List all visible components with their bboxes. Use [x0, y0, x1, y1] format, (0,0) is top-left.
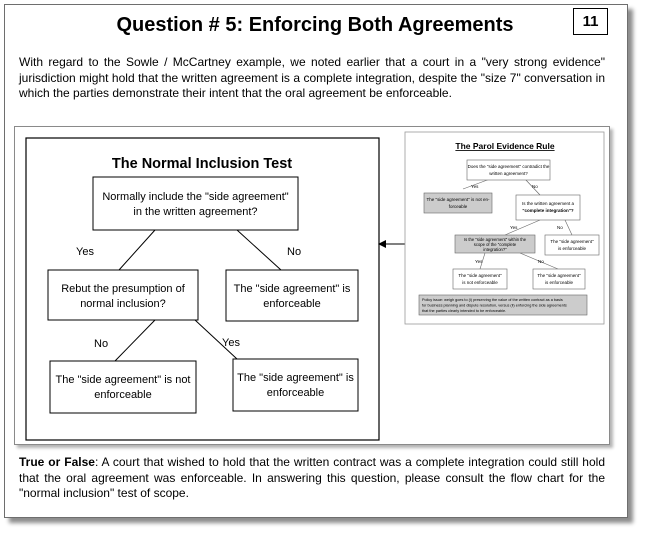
nit-connector-yes-1 — [118, 229, 156, 271]
per-enforceable-1-line-1: The "side agreement" — [550, 239, 594, 244]
per-q2-line-2: "complete integration"? — [522, 208, 574, 213]
per-q3-box — [454, 234, 536, 254]
nit-rebut-box — [47, 269, 199, 321]
per-connector-3 — [504, 219, 541, 236]
nit-enforceable-1-box — [225, 269, 359, 322]
per-policy-box — [418, 294, 588, 316]
nit-enforceable-2-line-2: enforceable — [267, 387, 325, 399]
per-not-enforceable-2-line-1: The "side agreement" — [458, 273, 502, 278]
nit-enforceable-1-line-2: enforceable — [263, 298, 321, 310]
question-paragraph: True or False: A court that wished to ho… — [19, 455, 605, 502]
per-connector-1 — [462, 178, 491, 190]
nit-connector-no-1 — [236, 229, 282, 271]
nit-no-label-2: No — [94, 338, 108, 350]
nit-not-enforceable-line-2: enforceable — [94, 389, 152, 401]
per-enforceable-2-box — [532, 268, 586, 290]
slide: Question # 5: Enforcing Both Agreements … — [4, 4, 628, 518]
per-no-label-2: No — [557, 225, 563, 230]
per-enforceable-1-line-2: is enforceable — [558, 246, 587, 251]
per-policy-line-3: that the parties clearly intended to be … — [422, 309, 506, 313]
normal-inclusion-test-chart: The Normal Inclusion Test Normally inclu… — [25, 137, 380, 441]
per-q1-line-1: Does the "side agreement" contradict the — [468, 164, 550, 169]
per-connector-4 — [564, 219, 573, 236]
per-not-enforceable-1-line-1: The "side agreement" is not en- — [427, 197, 490, 202]
per-connector-5 — [479, 252, 486, 270]
nit-question-1-box — [92, 176, 299, 231]
nit-question-1-line-2: in the written agreement? — [133, 206, 257, 218]
nit-rebut-line-1: Rebut the presumption of — [61, 283, 185, 295]
nit-no-label-1: No — [287, 246, 301, 258]
per-q2-line-1: Is the written agreement a — [522, 201, 575, 206]
nit-enforceable-2-box — [232, 358, 359, 412]
nit-title: The Normal Inclusion Test — [112, 156, 292, 172]
parol-evidence-rule-chart: The Parol Evidence Rule Does the "side a… — [404, 131, 605, 325]
nit-connector-yes-2 — [194, 319, 238, 360]
nit-enforceable-1-line-1: The "side agreement" is — [234, 283, 351, 295]
slide-title: Question # 5: Enforcing Both Agreements — [116, 14, 514, 36]
intro-paragraph: With regard to the Sowle / McCartney exa… — [19, 55, 605, 101]
per-enforceable-2-line-1: The "side agreement" — [537, 273, 581, 278]
per-not-enforceable-1-line-2: forceable — [449, 204, 468, 209]
per-not-enforceable-2-line-2: is not enforceable — [462, 280, 498, 285]
per-q1-line-2: written agreement? — [489, 171, 528, 176]
question-text: : A court that wished to hold that the w… — [19, 455, 605, 501]
per-connector-6 — [519, 252, 559, 270]
per-q3-line-1: Is the "side agreement" within the — [464, 237, 527, 242]
per-q2-box — [515, 194, 581, 221]
per-title: The Parol Evidence Rule — [455, 141, 554, 151]
nit-question-1-line-1: Normally include the "side agreement" — [102, 191, 288, 203]
nit-connector-no-2 — [114, 319, 156, 362]
flowcharts-svg: The Normal Inclusion Test Normally inclu… — [25, 131, 605, 441]
per-enforceable-2-line-2: is enforceable — [545, 280, 574, 285]
per-no-label-1: No — [532, 184, 538, 189]
per-yes-label-1: Yes — [471, 184, 479, 189]
nit-not-enforceable-line-1: The "side agreement" is not — [56, 374, 191, 386]
true-or-false-label: True or False — [19, 455, 95, 469]
per-frame — [404, 131, 605, 325]
nit-not-enforceable-box — [49, 360, 197, 414]
per-enforceable-1-box — [544, 234, 600, 256]
per-policy-line-2: for business planning and dispute resolu… — [422, 304, 567, 308]
per-q3-line-2: scope of the "complete — [474, 242, 517, 247]
per-q3-line-3: integration?" — [483, 247, 507, 252]
figure-panel: The Normal Inclusion Test Normally inclu… — [14, 126, 610, 445]
per-q1-box — [466, 159, 551, 181]
slide-number: 11 — [573, 8, 608, 35]
per-no-label-3: No — [538, 259, 544, 264]
per-yes-label-3: Yes — [475, 259, 483, 264]
nit-enforceable-2-line-1: The "side agreement" is — [237, 372, 354, 384]
per-not-enforceable-1-box — [423, 192, 493, 214]
per-policy-line-1: Policy issue: weigh goes to (i) preservi… — [422, 298, 563, 302]
nit-yes-label-1: Yes — [76, 246, 94, 258]
per-not-enforceable-2-box — [452, 268, 508, 290]
per-yes-label-2: Yes — [510, 225, 518, 230]
nit-yes-label-2: Yes — [222, 337, 240, 349]
nit-rebut-line-2: normal inclusion? — [80, 298, 166, 310]
per-connector-2 — [524, 178, 541, 196]
